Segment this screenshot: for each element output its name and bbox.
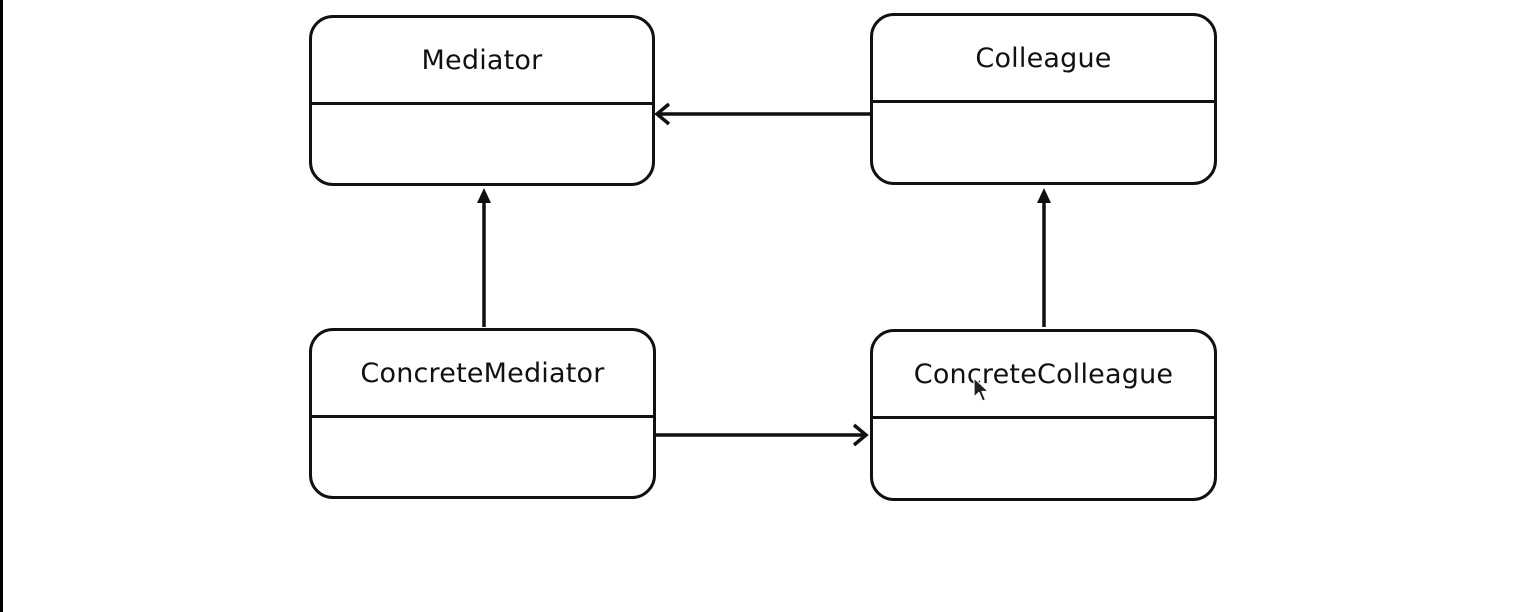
concrete-colleague-class-box[interactable]: ConcreteColleague — [870, 329, 1217, 501]
arrow-concrete-mediator-to-concrete-colleague[interactable] — [656, 423, 869, 447]
concrete-mediator-class-box[interactable]: ConcreteMediator — [309, 328, 656, 499]
colleague-class-box[interactable]: Colleague — [870, 13, 1217, 185]
arrow-colleague-to-mediator[interactable] — [654, 102, 870, 126]
arrow-concrete-mediator-to-mediator[interactable] — [477, 188, 491, 327]
mediator-class-name: Mediator — [312, 18, 652, 105]
arrow-concrete-colleague-to-colleague[interactable] — [1037, 188, 1051, 327]
concrete-colleague-class-name: ConcreteColleague — [873, 332, 1214, 419]
colleague-class-name: Colleague — [873, 16, 1214, 103]
mediator-class-box[interactable]: Mediator — [309, 15, 655, 186]
left-edge-divider — [0, 0, 3, 612]
concrete-mediator-class-name: ConcreteMediator — [312, 331, 653, 418]
mouse-pointer-icon — [973, 377, 990, 402]
